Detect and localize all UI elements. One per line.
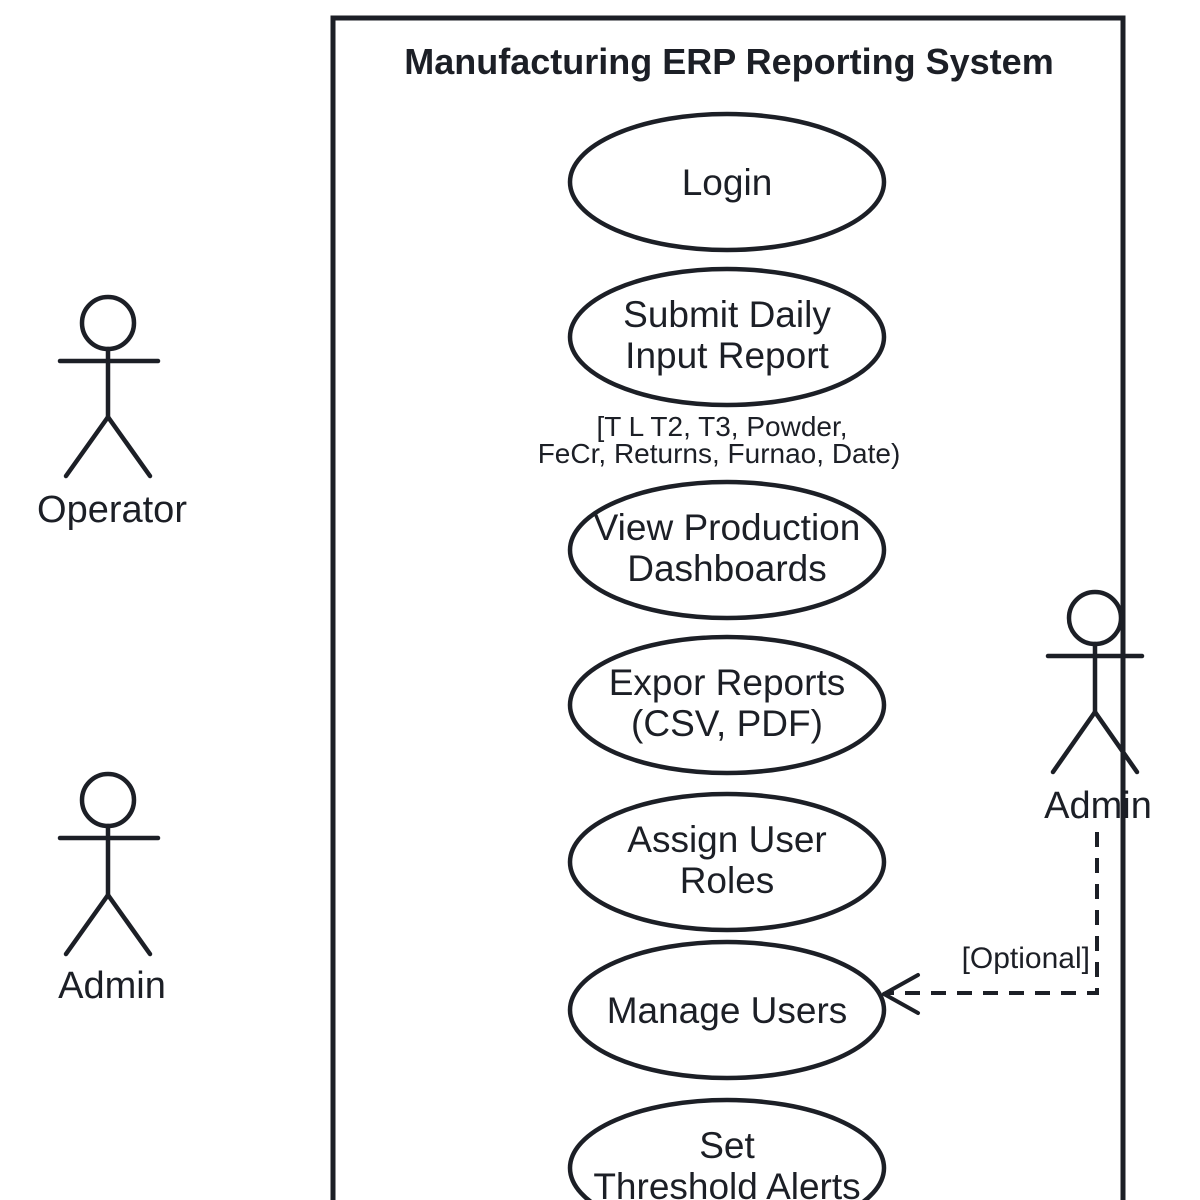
assign-roles-label-line2: Roles: [680, 860, 775, 901]
associations: [170, 196, 1046, 1017]
submit-daily-label-line2: Input Report: [625, 335, 829, 376]
assoc-operator-login: [262, 196, 568, 400]
assoc-admin-left-manage-users: [275, 877, 572, 1017]
view-dashboards-ellipse: [567, 479, 887, 621]
actor-operator: Operator: [37, 294, 187, 531]
assoc-admin-left-export-reports: [275, 704, 563, 877]
export-reports-label-line2: (CSV, PDF): [631, 703, 823, 744]
assoc-operator-view-dashboards: [262, 400, 566, 544]
login-label: Login: [682, 162, 773, 203]
assoc-admin-right-assign-roles: [876, 658, 1046, 832]
dependency-dashed-line: [886, 832, 1099, 995]
admin-left-label: Admin: [58, 965, 166, 1007]
assign-roles-ellipse: [567, 791, 887, 933]
submit-note: [T L T2, T3, Powder, FeCr, Returns, Furn…: [538, 411, 901, 469]
operator-head-icon: [79, 294, 137, 352]
use-case-set-threshold-alerts: Set Threshold Alerts: [567, 1097, 887, 1200]
use-case-assign-user-roles: Assign User Roles: [567, 791, 887, 933]
system-boundary: [330, 15, 1126, 1200]
view-dashboards-label-line1: View Production: [594, 507, 861, 548]
submit-note-line1: [T L T2, T3, Powder,: [596, 411, 847, 442]
assoc-operator-submit-daily: [262, 315, 570, 400]
login-ellipse: [567, 111, 887, 253]
assign-roles-label-line1: Assign User: [627, 819, 826, 860]
export-reports-ellipse: [567, 634, 887, 776]
submit-daily-ellipse: [567, 266, 887, 408]
use-case-login: Login: [567, 111, 887, 253]
actor-admin-left: Admin: [57, 771, 166, 1007]
set-threshold-ellipse: [567, 1097, 887, 1200]
optional-label: [Optional]: [962, 942, 1090, 975]
manage-users-ellipse: [567, 939, 887, 1081]
use-case-submit-daily-input-report: Submit Daily Input Report: [567, 266, 887, 408]
admin-left-head-icon: [79, 771, 137, 829]
use-case-manage-users: Manage Users: [567, 939, 887, 1081]
admin-right-head-icon: [1066, 589, 1124, 647]
dependency-arrowhead-icon: [882, 973, 920, 1015]
assoc-admin-left-assign-roles: [275, 856, 570, 877]
actor-admin-right: Admin: [1044, 589, 1152, 827]
export-reports-label-line1: Expor Reports: [609, 662, 846, 703]
use-case-view-production-dashboards: View Production Dashboards: [567, 479, 887, 621]
dependency-admin-right-manage-users: [Optional]: [882, 832, 1099, 1015]
assoc-operator-export-reports: [262, 400, 563, 702]
assoc-admin-right-view-dashboards: [883, 547, 1046, 657]
set-threshold-label-line1: Set: [699, 1125, 755, 1166]
manage-users-label: Manage Users: [607, 990, 848, 1031]
assoc-admin-right-export-reports: [884, 657, 1046, 698]
operator-label: Operator: [37, 489, 187, 531]
system-title: Manufacturing ERP Reporting System: [404, 41, 1053, 82]
use-case-export-reports: Expor Reports (CSV, PDF): [567, 634, 887, 776]
admin-right-label: Admin: [1044, 785, 1152, 827]
view-dashboards-label-line2: Dashboards: [627, 548, 827, 589]
submit-note-line2: FeCr, Returns, Furnao, Date): [538, 438, 901, 469]
submit-daily-label-line1: Submit Daily: [623, 294, 831, 335]
set-threshold-label-line2: Threshold Alerts: [593, 1166, 860, 1200]
